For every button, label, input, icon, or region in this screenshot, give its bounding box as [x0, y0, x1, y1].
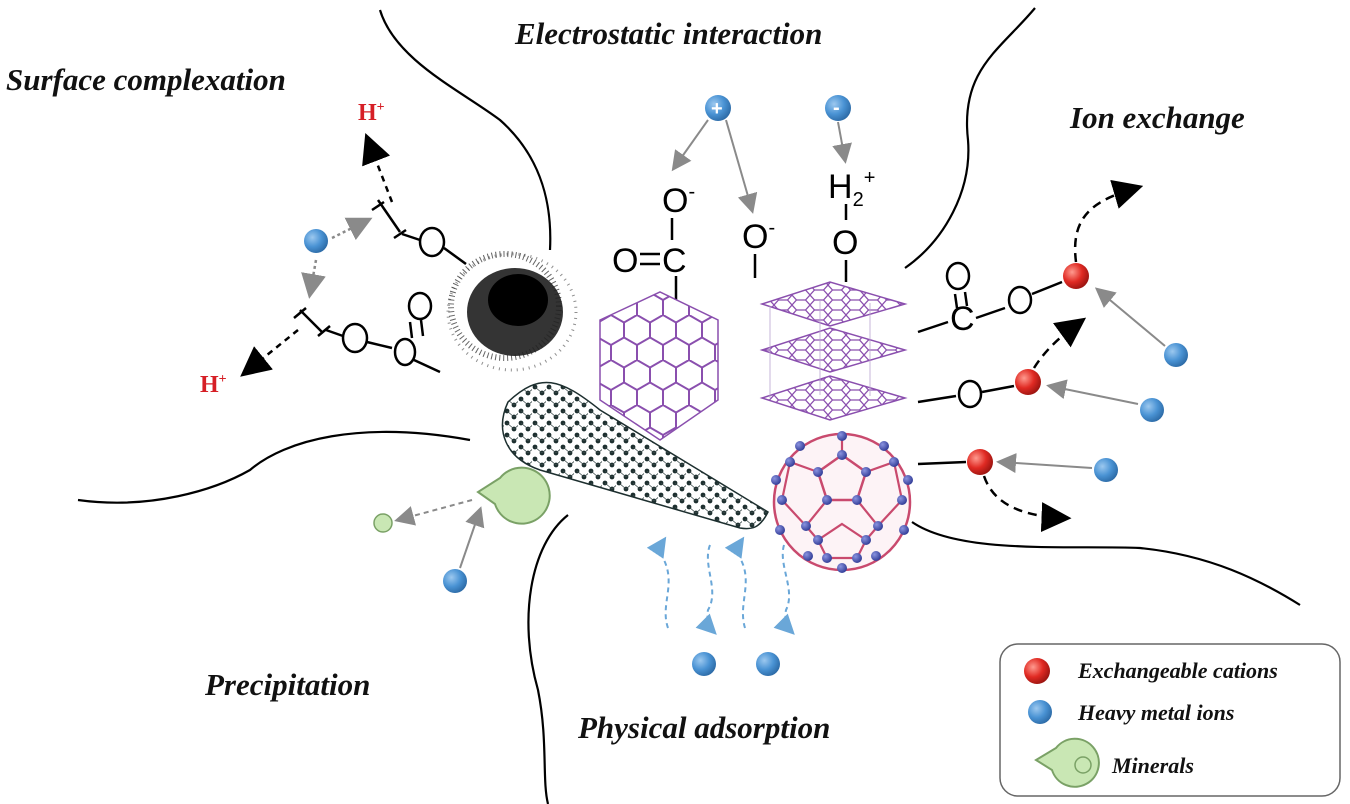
region-dividers — [77, 7, 1301, 804]
heavy-metal-ion-physical-1 — [692, 652, 716, 676]
exchangeable-cation-3 — [967, 449, 993, 475]
title-physical-adsorption: Physical adsorption — [577, 710, 830, 745]
carboxyl-c: C — [662, 242, 687, 280]
divider-bottom — [527, 514, 569, 804]
heavy-metal-ion-incoming-1 — [1164, 343, 1188, 367]
h-plus-label-bottom: H+ — [200, 372, 227, 398]
legend-mineral-small-swatch — [1074, 756, 1092, 774]
oxygen-atom-lower — [341, 322, 369, 354]
exchangeable-cation-1 — [1063, 263, 1089, 289]
ion-exchange-oxygen-1 — [1007, 285, 1033, 315]
title-ion-exchange: Ion exchange — [1069, 100, 1245, 135]
carbonyl-o: O — [612, 242, 638, 280]
divider-right — [911, 521, 1301, 606]
heavy-metal-ion — [304, 229, 328, 253]
positive-ion — [705, 95, 731, 121]
legend-exchangeable-cations: Exchangeable cations — [1077, 658, 1278, 683]
heavy-metal-ion-incoming-3 — [1094, 458, 1118, 482]
negative-ion — [825, 95, 851, 121]
h-plus-label-top: H+ — [358, 100, 385, 126]
carbon-atom-lower — [393, 337, 417, 367]
title-electrostatic-interaction: Electrostatic interaction — [514, 16, 822, 51]
mineral-small — [373, 513, 393, 533]
hydroxyl-h-bond-upper — [376, 199, 402, 233]
arrow-cation-release-1 — [1073, 179, 1144, 263]
legend-heavy-metal-ions: Heavy metal ions — [1077, 700, 1234, 725]
mineral-large — [476, 466, 551, 525]
legend-minerals: Minerals — [1111, 753, 1194, 778]
ion-exchange-oxygen-2 — [957, 379, 983, 409]
legend: Exchangeable cations Heavy metal ions Mi… — [999, 643, 1341, 797]
title-precipitation: Precipitation — [204, 667, 370, 702]
mechanism-titles: Surface complexation Electrostatic inter… — [6, 16, 1245, 745]
arrow-h-release-top — [362, 133, 394, 203]
carboxylate-oxygen: O- — [662, 181, 695, 220]
graphite-stack — [759, 281, 908, 421]
carbon-nanotube — [501, 381, 769, 530]
heavy-metal-ion-incoming-2 — [1140, 398, 1164, 422]
ion-exchange-carbonyl-o — [945, 261, 971, 291]
arrow-cation-release-2 — [1032, 317, 1087, 369]
precipitation-group — [373, 466, 551, 593]
graphene-sheet — [599, 291, 719, 441]
surface-complexation-group: H+ H+ — [200, 100, 467, 398]
divider-left — [77, 430, 471, 504]
legend-mineral-large-swatch — [1034, 737, 1100, 788]
heavy-metal-ion-physical-2 — [756, 652, 780, 676]
physical-adsorption-group — [646, 536, 795, 635]
heavy-metal-ion-precip — [443, 569, 467, 593]
protonated-oxygen: O — [832, 224, 858, 262]
divider-top-right — [904, 7, 1036, 269]
svg-text:-: - — [833, 97, 840, 119]
arrow-ion-to-ooc — [301, 259, 326, 299]
oxygen-atom-upper — [418, 226, 446, 258]
svg-text:+: + — [711, 98, 723, 120]
ion-exchange-carbon: C — [950, 300, 975, 338]
legend-heavy-metal-swatch — [1028, 700, 1052, 724]
title-surface-complexation: Surface complexation — [6, 62, 286, 97]
biochar-particle — [446, 251, 578, 372]
electrostatic-interaction-group: + - O- O C O- H2+ O — [612, 95, 875, 300]
divider-top-left — [378, 9, 552, 251]
ion-exchange-group: C — [917, 179, 1188, 533]
legend-exchangeable-cation-swatch — [1024, 658, 1050, 684]
oxygen-atom-carbonyl — [407, 291, 433, 321]
deprotonated-oxygen: O- — [742, 217, 775, 256]
arrow-ion-to-oh — [331, 217, 373, 241]
protonated-h: H2+ — [828, 167, 875, 211]
exchangeable-cation-2 — [1015, 369, 1041, 395]
arrow-h-release-bottom — [240, 329, 299, 377]
fullerene — [771, 431, 913, 573]
arrow-cation-release-3 — [982, 475, 1072, 533]
